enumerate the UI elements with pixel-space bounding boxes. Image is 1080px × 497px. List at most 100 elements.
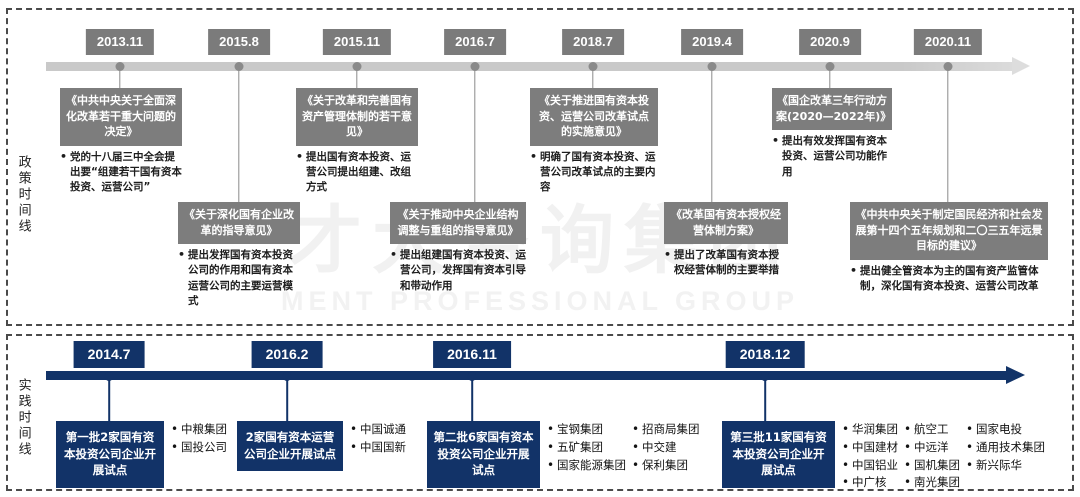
- policy-dot-8: [943, 62, 953, 71]
- policy-card-bullets: 党的十八届三中全会提出要“组建若干国有资本投资、运营公司”: [60, 149, 182, 196]
- company-item: 航空工: [904, 420, 960, 439]
- practice-card-2016-11[interactable]: 第二批6家国有资本投资公司企业开展试点 宝钢集团 五矿集团 国家能源集团 招商局…: [427, 420, 700, 489]
- policy-card-bullet: 党的十八届三中全会提出要“组建若干国有资本投资、运营公司”: [60, 149, 182, 196]
- company-item: 中国国新: [350, 438, 406, 457]
- practice-company-list: 宝钢集团 五矿集团 国家能源集团 招商局集团 中交建 保利集团: [547, 420, 700, 475]
- practice-date-2018-12[interactable]: 2018.12: [725, 341, 805, 368]
- practice-stem-1: [108, 376, 110, 422]
- policy-card-2018-7[interactable]: 《关于推进国有资本投资、运营公司改革试点的实施意见》 明确了国有资本投资、运营公…: [530, 88, 658, 195]
- company-item: 国家能源集团: [547, 456, 626, 475]
- practice-dot-1: [104, 372, 114, 381]
- policy-card-2016-7[interactable]: 《关于推动中央企业结构调整与重组的指导意见》 提出组建国有资本投资、运营公司，发…: [390, 202, 526, 294]
- policy-stem-3: [356, 66, 358, 88]
- policy-card-bullet: 提出健全管资本为主的国有资产监管体制，深化国有资本投资、运营公司改革: [850, 263, 1048, 294]
- practice-timeline-label: 实践时间线: [15, 378, 31, 458]
- policy-card-title: 《中共中央关于制定国民经济和社会发展第十四个五年规划和二〇三五年远景目标的建议》: [850, 202, 1048, 260]
- policy-card-title: 《关于改革和完善国有资产管理体制的若干意见》: [296, 88, 418, 146]
- policy-card-title: 《中共中央关于全面深化改革若干重大问题的决定》: [60, 88, 182, 146]
- policy-date-2020-11[interactable]: 2020.11: [913, 29, 983, 55]
- company-item: 新兴际华: [966, 456, 1045, 475]
- policy-axis-line: [46, 62, 1018, 71]
- practice-company-column: 招商局集团 中交建 保利集团: [632, 420, 700, 475]
- policy-timeline-panel: [6, 8, 1074, 326]
- policy-date-2015-8[interactable]: 2015.8: [208, 29, 270, 55]
- practice-card-label: 2家国有资本运营公司企业开展试点: [237, 421, 343, 472]
- practice-card-2018-12[interactable]: 第三批11家国有资本投资公司企业开展试点 华润集团 中国建材 中国铝业 中广核 …: [722, 420, 1045, 492]
- policy-card-title: 《关于推进国有资本投资、运营公司改革试点的实施意见》: [530, 88, 658, 146]
- practice-company-list: 中粮集团 国投公司: [171, 420, 227, 457]
- policy-axis-arrow-icon: [1012, 57, 1030, 75]
- policy-date-2016-7[interactable]: 2016.7: [444, 29, 506, 55]
- policy-stem-7: [829, 66, 831, 88]
- policy-stem-2: [238, 66, 240, 202]
- company-item: 中广核: [842, 473, 898, 492]
- company-item: 中国诚通: [350, 420, 406, 439]
- practice-card-label: 第三批11家国有资本投资公司企业开展试点: [722, 421, 835, 489]
- company-item: 通用技术集团: [966, 438, 1045, 457]
- practice-card-label: 第一批2家国有资本投资公司企业开展试点: [56, 421, 164, 489]
- company-item: 中粮集团: [171, 420, 227, 439]
- practice-company-list: 中国诚通 中国国新: [350, 420, 406, 457]
- practice-card-label: 第二批6家国有资本投资公司企业开展试点: [427, 421, 540, 489]
- policy-card-title: 《国企改革三年行动方案(2020—2022年)》: [772, 88, 892, 131]
- practice-timeline-panel: [6, 334, 1074, 491]
- policy-dot-7: [825, 62, 835, 71]
- policy-card-title: 《关于深化国有企业改革的指导意见》: [178, 202, 300, 245]
- practice-company-list: 华润集团 中国建材 中国铝业 中广核 航空工 中远洋 国机集团 南光集团 国家电…: [842, 420, 1045, 492]
- practice-card-2014-7[interactable]: 第一批2家国有资本投资公司企业开展试点 中粮集团 国投公司: [56, 420, 227, 489]
- policy-card-bullet: 提出组建国有资本投资、运营公司，发挥国有资本引导和带动作用: [390, 247, 526, 294]
- practice-company-column: 国家电投 通用技术集团 新兴际华: [966, 420, 1045, 492]
- practice-axis-arrow-icon: [1006, 366, 1025, 384]
- policy-card-2020-9[interactable]: 《国企改革三年行动方案(2020—2022年)》 提出有效发挥国有资本投资、运营…: [772, 88, 892, 180]
- practice-dot-4: [760, 372, 770, 381]
- company-item: 中远洋: [904, 438, 960, 457]
- policy-stem-1: [119, 66, 121, 88]
- company-item: 五矿集团: [547, 438, 626, 457]
- policy-date-2020-9[interactable]: 2020.9: [799, 29, 861, 55]
- company-item: 中交建: [632, 438, 700, 457]
- policy-card-bullet: 提出有效发挥国有资本投资、运营公司功能作用: [772, 133, 892, 180]
- policy-card-bullet: 明确了国有资本投资、运营公司改革试点的主要内容: [530, 149, 658, 196]
- practice-company-column: 宝钢集团 五矿集团 国家能源集团: [547, 420, 626, 475]
- policy-card-bullet: 提出发挥国有资本投资公司的作用和国有资本运营公司的主要运营模式: [178, 247, 300, 309]
- practice-date-2014-7[interactable]: 2014.7: [73, 341, 145, 368]
- policy-card-2019-4[interactable]: 《改革国有资本授权经营体制方案》 提出了改革国有资本授权经营体制的主要举措: [664, 202, 788, 279]
- company-item: 国家电投: [966, 420, 1045, 439]
- policy-card-2020-11[interactable]: 《中共中央关于制定国民经济和社会发展第十四个五年规划和二〇三五年远景目标的建议》…: [850, 202, 1048, 294]
- company-item: 国投公司: [171, 438, 227, 457]
- policy-card-2015-11[interactable]: 《关于改革和完善国有资产管理体制的若干意见》 提出国有资本投资、运营公司提出组建…: [296, 88, 418, 195]
- practice-card-2016-2[interactable]: 2家国有资本运营公司企业开展试点 中国诚通 中国国新: [237, 420, 406, 472]
- policy-date-2019-4[interactable]: 2019.4: [681, 29, 743, 55]
- practice-dot-3: [467, 372, 477, 381]
- company-item: 南光集团: [904, 473, 960, 492]
- policy-dot-5: [588, 62, 598, 71]
- practice-stem-4: [764, 376, 766, 422]
- practice-axis-line: [46, 371, 1012, 380]
- policy-card-bullets: 提出了改革国有资本授权经营体制的主要举措: [664, 247, 788, 278]
- policy-date-2018-7[interactable]: 2018.7: [562, 29, 624, 55]
- company-item: 华润集团: [842, 420, 898, 439]
- policy-card-bullets: 提出健全管资本为主的国有资产监管体制，深化国有资本投资、运营公司改革: [850, 263, 1048, 294]
- policy-card-2015-8[interactable]: 《关于深化国有企业改革的指导意见》 提出发挥国有资本投资公司的作用和国有资本运营…: [178, 202, 300, 309]
- policy-stem-5: [592, 66, 594, 88]
- practice-company-column: 中粮集团 国投公司: [171, 420, 227, 457]
- company-item: 保利集团: [632, 456, 700, 475]
- policy-date-2015-11[interactable]: 2015.11: [322, 29, 392, 55]
- policy-date-2013-11[interactable]: 2013.11: [85, 29, 155, 55]
- policy-card-bullets: 提出有效发挥国有资本投资、运营公司功能作用: [772, 133, 892, 180]
- policy-stem-8: [947, 66, 949, 202]
- practice-date-2016-2[interactable]: 2016.2: [251, 341, 323, 368]
- practice-company-column: 航空工 中远洋 国机集团 南光集团: [904, 420, 960, 492]
- company-item: 中国建材: [842, 438, 898, 457]
- policy-dot-2: [234, 62, 244, 71]
- policy-dot-1: [115, 62, 125, 71]
- practice-date-2016-11[interactable]: 2016.11: [433, 341, 511, 368]
- policy-card-bullet: 提出了改革国有资本授权经营体制的主要举措: [664, 247, 788, 278]
- practice-stem-2: [286, 376, 288, 422]
- company-item: 中国铝业: [842, 456, 898, 475]
- policy-card-title: 《改革国有资本授权经营体制方案》: [664, 202, 788, 245]
- policy-card-2013-11[interactable]: 《中共中央关于全面深化改革若干重大问题的决定》 党的十八届三中全会提出要“组建若…: [60, 88, 182, 195]
- policy-stem-4: [474, 66, 476, 202]
- practice-company-column: 华润集团 中国建材 中国铝业 中广核: [842, 420, 898, 492]
